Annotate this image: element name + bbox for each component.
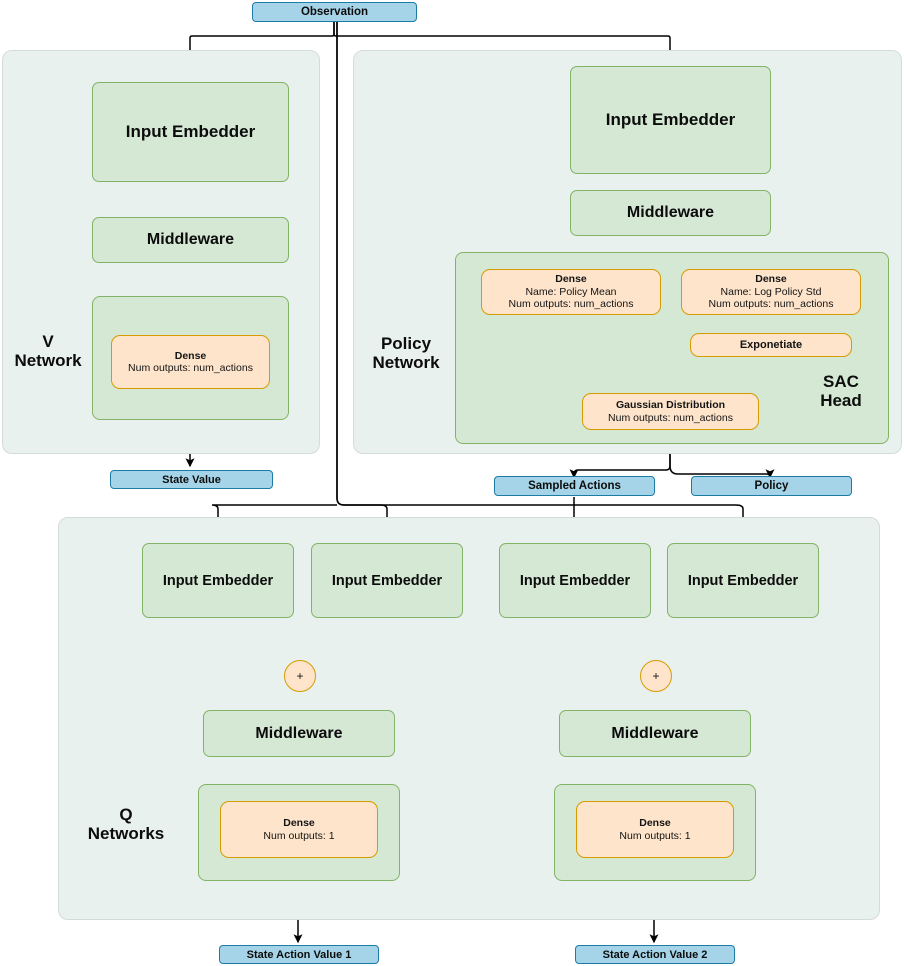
- gaussian-distribution-title: Gaussian Distribution: [615, 399, 726, 412]
- q-input-embedder-4[interactable]: Input Embedder: [667, 543, 819, 618]
- q-input-embedder-2[interactable]: Input Embedder: [311, 543, 463, 618]
- v-middleware[interactable]: Middleware: [92, 217, 289, 263]
- q1-middleware-label: Middleware: [255, 724, 343, 742]
- q2-dense[interactable]: Dense Num outputs: 1: [576, 801, 734, 858]
- state-action-value-2-label: State Action Value 2: [602, 948, 708, 961]
- io-policy[interactable]: Policy: [691, 476, 852, 496]
- observation-label: Observation: [300, 6, 369, 18]
- q-input-embedder-3[interactable]: Input Embedder: [499, 543, 651, 618]
- dense-log-policy-std-title: Dense: [755, 273, 787, 286]
- q1-dense-detail: Num outputs: 1: [263, 829, 335, 842]
- sac-head-label: SAC Head: [806, 372, 876, 410]
- dense-log-policy-std[interactable]: Dense Name: Log Policy Std Num outputs: …: [681, 269, 861, 315]
- io-sampled-actions[interactable]: Sampled Actions: [494, 476, 655, 496]
- sac-head-label-line2: Head: [820, 391, 862, 411]
- v-network-label-line1: V: [42, 332, 54, 351]
- io-state-action-value-1[interactable]: State Action Value 1: [219, 945, 379, 964]
- q1-dense-title: Dense: [283, 817, 315, 830]
- q-input-embedder-2-label: Input Embedder: [331, 572, 443, 589]
- dense-log-policy-std-detail2: Num outputs: num_actions: [708, 298, 834, 311]
- gaussian-distribution[interactable]: Gaussian Distribution Num outputs: num_a…: [582, 393, 759, 430]
- state-action-value-1-label: State Action Value 1: [246, 948, 352, 961]
- io-state-action-value-2[interactable]: State Action Value 2: [575, 945, 735, 964]
- q2-middleware[interactable]: Middleware: [559, 710, 751, 757]
- dense-log-policy-std-detail1: Name: Log Policy Std: [720, 285, 822, 298]
- sampled-actions-label: Sampled Actions: [528, 480, 621, 492]
- q2-dense-detail: Num outputs: 1: [619, 829, 691, 842]
- sac-head-label-line1: SAC: [823, 372, 859, 391]
- q1-middleware[interactable]: Middleware: [203, 710, 395, 757]
- q-networks-label: Q Networks: [76, 805, 176, 843]
- v-dense[interactable]: Dense Num outputs: num_actions: [111, 335, 270, 389]
- dense-policy-mean-detail2: Num outputs: num_actions: [508, 298, 634, 311]
- q1-add-node[interactable]: +: [284, 660, 316, 692]
- io-observation[interactable]: Observation: [252, 2, 417, 22]
- policy-network-label: Policy Network: [358, 334, 454, 372]
- gaussian-distribution-detail: Num outputs: num_actions: [608, 411, 733, 424]
- v-dense-detail: Num outputs: num_actions: [128, 362, 253, 374]
- v-network-label: V Network: [12, 332, 84, 370]
- v-dense-title: Dense: [174, 349, 207, 362]
- state-value-label: State Value: [162, 473, 221, 486]
- v-middleware-label: Middleware: [146, 231, 235, 248]
- q-input-embedder-1[interactable]: Input Embedder: [142, 543, 294, 618]
- dense-policy-mean[interactable]: Dense Name: Policy Mean Num outputs: num…: [481, 269, 661, 315]
- q-networks-label-line2: Networks: [87, 824, 165, 844]
- policy-network-label-line1: Policy: [380, 334, 432, 353]
- policy-label: Policy: [754, 480, 789, 492]
- q2-add-symbol: +: [652, 669, 660, 683]
- v-input-embedder[interactable]: Input Embedder: [92, 82, 289, 182]
- dense-policy-mean-detail1: Name: Policy Mean: [525, 285, 617, 298]
- io-state-value[interactable]: State Value: [110, 470, 273, 489]
- q-input-embedder-4-label: Input Embedder: [687, 572, 799, 589]
- v-network-label-line2: Network: [14, 351, 82, 371]
- q1-add-symbol: +: [296, 669, 304, 683]
- q-networks-label-line1: Q: [119, 805, 133, 824]
- dense-policy-mean-title: Dense: [555, 273, 587, 286]
- policy-input-embedder-label: Input Embedder: [605, 110, 736, 129]
- q2-middleware-label: Middleware: [611, 724, 699, 742]
- q2-add-node[interactable]: +: [640, 660, 672, 692]
- q-input-embedder-1-label: Input Embedder: [162, 572, 274, 589]
- policy-network-label-line2: Network: [372, 353, 440, 373]
- q2-dense-title: Dense: [639, 817, 671, 830]
- policy-middleware[interactable]: Middleware: [570, 190, 771, 236]
- policy-middleware-label: Middleware: [626, 204, 715, 221]
- exponentiate-label: Exponetiate: [739, 338, 803, 351]
- q1-dense[interactable]: Dense Num outputs: 1: [220, 801, 378, 858]
- exponentiate-node[interactable]: Exponetiate: [690, 333, 852, 357]
- policy-input-embedder[interactable]: Input Embedder: [570, 66, 771, 174]
- q-input-embedder-3-label: Input Embedder: [519, 572, 631, 589]
- v-input-embedder-label: Input Embedder: [125, 122, 256, 141]
